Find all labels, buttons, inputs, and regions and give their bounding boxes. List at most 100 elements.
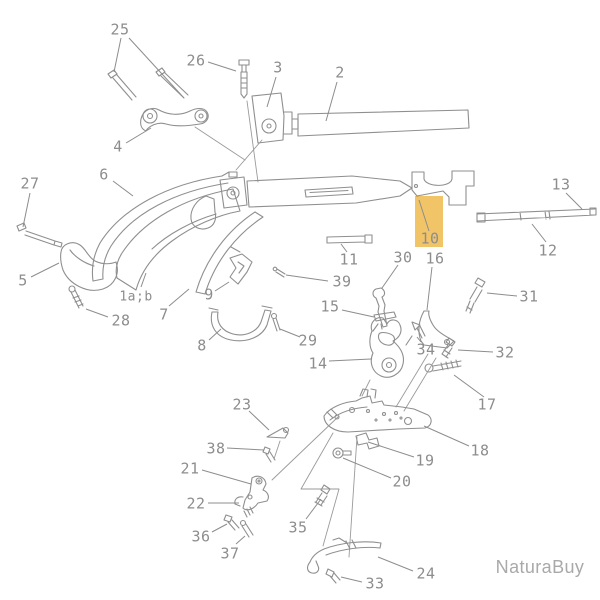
leader-line-32 — [457, 349, 494, 353]
leader-line-23 — [248, 410, 270, 431]
leader-line-34 — [416, 336, 422, 343]
pin-34 — [405, 321, 426, 346]
part-4-boss — [142, 108, 158, 124]
leader-line-14 — [328, 358, 372, 362]
leader-line-33 — [340, 576, 363, 583]
leader-line-17 — [453, 374, 485, 398]
screw-36 — [223, 514, 240, 531]
plate-hole-b — [348, 406, 356, 414]
parts-layer — [16, 59, 597, 584]
sear-16-hole — [443, 338, 451, 346]
axis-line-low — [271, 415, 358, 558]
part-label-21: 21 — [180, 459, 199, 477]
action-bar — [246, 175, 413, 208]
part-label-32: 32 — [495, 343, 514, 361]
watermark: NaturaBuy — [496, 557, 585, 577]
trigger-21-22 — [234, 475, 269, 518]
part-6-band — [91, 171, 238, 282]
part-label-39: 39 — [332, 272, 351, 290]
plate-dot-c — [374, 418, 378, 422]
action-bracket-hole — [226, 186, 240, 200]
leader-line-5 — [30, 262, 60, 278]
leader-line-19 — [367, 441, 415, 458]
part-label-30: 30 — [393, 248, 412, 266]
highlight-part-10[interactable] — [415, 196, 443, 247]
leader-line-35 — [305, 498, 322, 520]
plate-hole-d — [381, 411, 387, 417]
leader-line-8 — [208, 328, 222, 341]
part-10-block — [411, 170, 475, 206]
action-bracket — [219, 176, 248, 209]
part-1ab-stock-band — [115, 188, 241, 291]
leader-line-16 — [426, 266, 433, 311]
axis-line-mid — [361, 353, 437, 412]
part-label-3: 3 — [273, 58, 283, 76]
screw-38 — [262, 446, 276, 463]
part-4-eye — [194, 109, 208, 123]
part-label-20: 20 — [392, 472, 411, 490]
part-label-13: 13 — [551, 175, 570, 193]
leader-line-24 — [377, 556, 414, 572]
action-hook — [190, 195, 217, 230]
leader-line-31 — [486, 292, 518, 297]
part-label-37: 37 — [220, 544, 239, 562]
part-label-12: 12 — [538, 241, 557, 259]
pin-17-ring — [424, 363, 434, 373]
leader-line-2 — [325, 81, 338, 122]
leader-line-1ab — [140, 272, 147, 288]
hammer-14 — [369, 317, 404, 378]
part-4-lever — [140, 107, 209, 132]
plate-hole-a — [334, 414, 340, 420]
part-2-bar — [297, 109, 470, 137]
leader-line-38 — [226, 447, 265, 451]
leader-line-12 — [531, 223, 547, 243]
screw-28 — [70, 289, 84, 309]
part-label-34: 34 — [416, 340, 435, 358]
part-label-22: 22 — [186, 494, 205, 512]
hammer-14-hole — [381, 357, 397, 373]
trigger-hole — [247, 494, 253, 500]
leader-line-21 — [201, 469, 252, 485]
ring-20-hole — [335, 450, 341, 456]
leader-line-26 — [207, 61, 237, 72]
part-8-bow — [208, 305, 273, 342]
bracket-23 — [266, 427, 289, 439]
leader-line-6 — [112, 180, 134, 197]
screw-26 — [238, 59, 250, 99]
ring-20-tab — [342, 450, 352, 456]
leader-line-28 — [85, 308, 109, 318]
rod-11 — [326, 234, 373, 244]
trigger-pivot-pin — [257, 479, 261, 483]
part-label-23: 23 — [232, 395, 251, 413]
part-label-2: 2 — [335, 63, 345, 81]
part-9-clip — [229, 253, 253, 285]
part-label-9: 9 — [204, 285, 214, 303]
axis-line-top — [194, 100, 263, 183]
part-3-hole — [261, 118, 277, 134]
leader-line-37 — [235, 535, 246, 545]
part-label-16: 16 — [425, 249, 444, 267]
screw-32 — [441, 337, 456, 359]
part-label-15: 15 — [320, 297, 339, 315]
part-label-10: 10 — [420, 229, 439, 247]
firing-pin-30 — [372, 287, 388, 332]
ring-20 — [332, 447, 344, 459]
trigger-pivot — [255, 477, 263, 485]
part-5-shoe — [60, 242, 118, 291]
action-bracket-pin — [230, 190, 236, 196]
part-label-27: 27 — [20, 174, 39, 192]
pin-25a — [107, 69, 137, 101]
part-label-25: 25 — [110, 20, 129, 38]
sear-16 — [418, 310, 455, 349]
leader-line-29 — [279, 328, 301, 338]
screw-27 — [16, 222, 63, 248]
pin-17 — [432, 359, 462, 372]
leader-line-7 — [168, 288, 190, 307]
part-10-dot — [413, 183, 419, 189]
leader-line-11 — [340, 243, 348, 253]
leader-line-36 — [211, 523, 228, 533]
part-label-26: 26 — [186, 51, 205, 69]
